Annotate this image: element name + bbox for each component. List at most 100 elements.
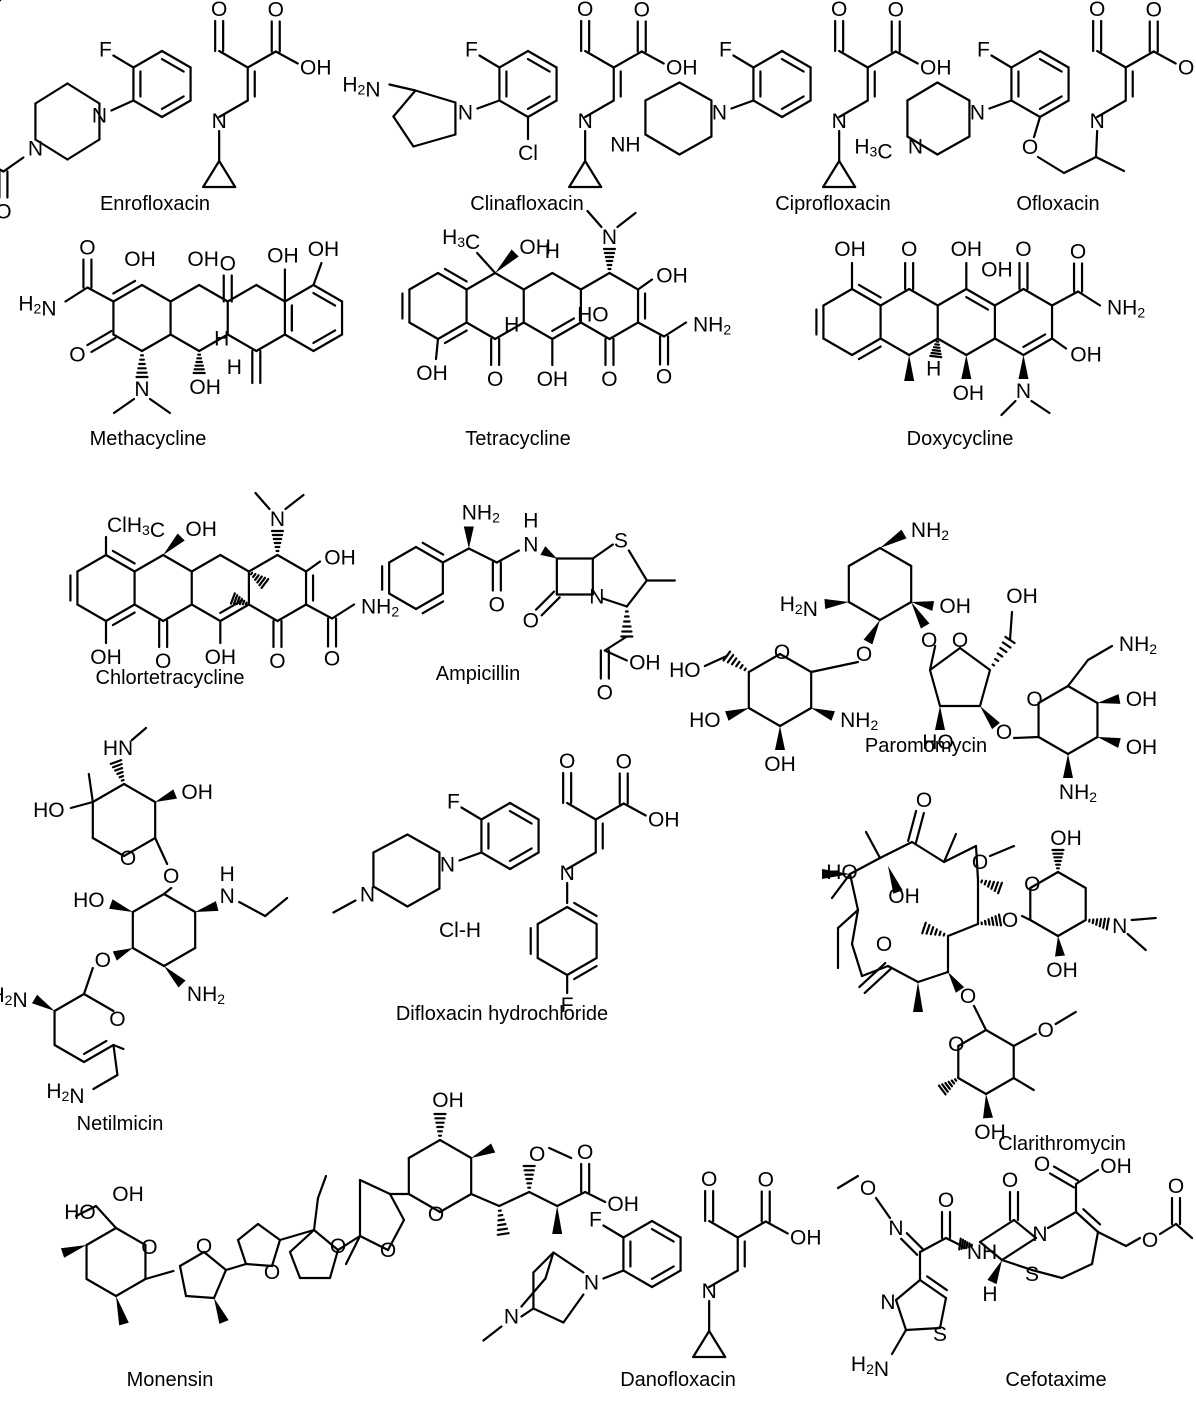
bond [878, 840, 914, 860]
bond [76, 553, 108, 573]
atom-label: O [577, 0, 593, 21]
compound-name: Monensin [127, 1369, 214, 1391]
atom-label: O [220, 252, 236, 275]
atom-label: OH [939, 595, 971, 618]
bond [414, 592, 444, 611]
bond [532, 1307, 565, 1324]
bond [780, 49, 812, 69]
atom-label: NH2 [911, 519, 949, 544]
bond [850, 337, 882, 357]
atom-label: O [69, 343, 85, 366]
bond [879, 287, 911, 307]
bond [900, 1237, 919, 1256]
bond [993, 337, 1025, 357]
atom-label: OH [981, 258, 1013, 281]
bond [1022, 333, 1047, 349]
bond [470, 1192, 501, 1208]
atom-label: O [264, 1261, 280, 1284]
bond [312, 1196, 320, 1232]
bond [584, 159, 603, 189]
bond [850, 287, 882, 307]
bond [476, 251, 497, 275]
atom-label: O [948, 1033, 964, 1056]
atom-label: O [960, 985, 976, 1008]
bond [372, 885, 409, 908]
bond [650, 1227, 675, 1243]
bond [894, 1278, 922, 1302]
bond [140, 283, 172, 303]
bond [942, 832, 958, 864]
atom-label: OH [308, 238, 340, 261]
atom-label: H2N [342, 73, 380, 101]
compound-name: Paromomycin [865, 735, 987, 757]
bond [878, 546, 913, 568]
bond [53, 992, 86, 1013]
bond [144, 1269, 175, 1281]
bond [1062, 155, 1098, 175]
bond [392, 115, 415, 148]
bond [247, 603, 279, 623]
bond [522, 321, 554, 341]
bond [249, 571, 254, 576]
bond [984, 1028, 1015, 1048]
atom-label: NH2 [187, 983, 225, 1008]
bond [218, 159, 237, 189]
atom-label: OH [648, 808, 680, 831]
bond [552, 1251, 585, 1274]
bond [1030, 1268, 1064, 1280]
bond [941, 1083, 949, 1093]
atom-label: OH [1126, 736, 1158, 759]
bond [822, 159, 841, 189]
bond [34, 82, 69, 105]
bond [965, 287, 996, 307]
atom-label: H2N [0, 984, 28, 1012]
wedge-bond [888, 866, 903, 894]
bond [622, 802, 647, 817]
atom-label: OH [185, 518, 217, 541]
bond [111, 611, 136, 627]
bond [532, 1251, 555, 1274]
bond [1076, 290, 1102, 307]
bond [918, 1236, 948, 1254]
bond [594, 802, 625, 821]
wedge-bond [163, 533, 185, 555]
bond [53, 1043, 86, 1064]
bond [104, 553, 136, 573]
atom-label: N [584, 1271, 599, 1294]
bond [140, 333, 172, 353]
bond [112, 279, 137, 295]
bond [978, 668, 992, 708]
atom-label: N [212, 110, 227, 133]
bond [112, 54, 135, 69]
atom-label: O [489, 593, 505, 616]
bond [946, 922, 980, 938]
bond [526, 99, 558, 119]
bond [838, 49, 869, 69]
bond [406, 833, 441, 854]
bond [224, 1262, 248, 1272]
bond [1056, 918, 1087, 938]
atom-label: H [523, 509, 538, 532]
atom-label: OH [205, 646, 237, 669]
bond [747, 652, 782, 674]
atom-label: F [719, 38, 732, 61]
bond [1020, 914, 1032, 922]
bond [747, 706, 782, 728]
wedge-bond [961, 355, 972, 379]
bond [662, 321, 688, 338]
bond [497, 1213, 504, 1217]
bond [388, 83, 417, 92]
bond [857, 345, 882, 361]
bond [1102, 917, 1106, 929]
bond [1032, 115, 1042, 139]
bond [114, 1226, 147, 1247]
bond [936, 135, 971, 156]
bond [996, 652, 1004, 658]
bond [238, 597, 243, 606]
atom-label: N [523, 533, 538, 556]
bond [112, 283, 144, 303]
atom-label: O [95, 949, 111, 972]
wedge-bond [863, 620, 880, 645]
bond [497, 1218, 505, 1222]
